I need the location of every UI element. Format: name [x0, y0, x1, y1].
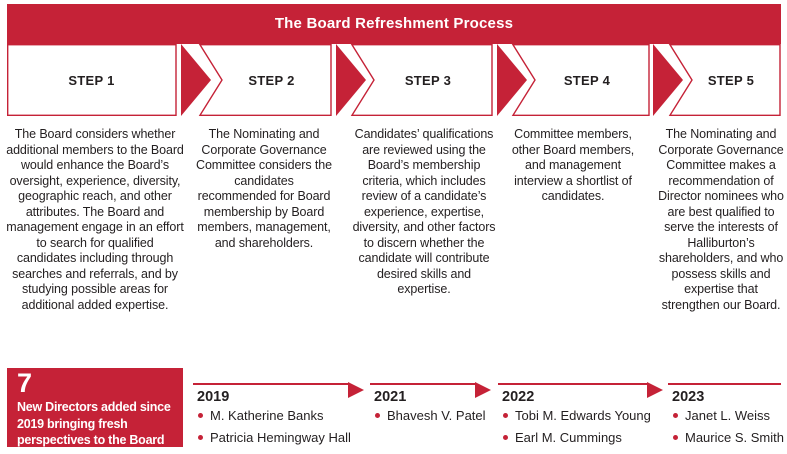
director-list-item: Patricia Hemingway Hall — [198, 430, 351, 445]
year-label-2023: 2023 — [672, 389, 705, 405]
arrow-right-icon — [336, 44, 366, 116]
step1-description: The Board considers whether additional m… — [6, 127, 184, 312]
step3-box — [350, 44, 493, 116]
director-list-item: Bhavesh V. Patel — [375, 408, 486, 423]
directors-added-highlight: 7 New Directors added since 2019 bringin… — [7, 368, 183, 447]
bullet-icon — [503, 435, 508, 441]
arrow-right-icon — [497, 44, 527, 116]
timeline-line-2019 — [193, 383, 348, 385]
process-title-banner: The Board Refreshment Process — [7, 4, 781, 44]
step5-label: STEP 5 — [707, 73, 755, 88]
step4-label: STEP 4 — [563, 73, 611, 88]
step3-description: Candidates’ qualifications are reviewed … — [352, 127, 496, 296]
director-list-item: Maurice S. Smith — [673, 430, 784, 445]
director-name: Tobi M. Edwards Young — [515, 408, 651, 423]
process-title: The Board Refreshment Process — [274, 15, 514, 32]
year-label-2022: 2022 — [502, 389, 535, 405]
step3-label: STEP 3 — [404, 73, 452, 88]
step1-label: STEP 1 — [68, 73, 115, 88]
step1-box — [6, 44, 177, 116]
director-name: Patricia Hemingway Hall — [210, 430, 351, 445]
director-name: Earl M. Cummings — [515, 430, 622, 445]
timeline-line-2021 — [370, 383, 475, 385]
director-list-item: Tobi M. Edwards Young — [503, 408, 651, 423]
process-steps-shapes — [6, 44, 781, 116]
bullet-icon — [673, 413, 678, 419]
step4-box — [511, 44, 650, 116]
director-list-item: Earl M. Cummings — [503, 430, 622, 445]
step2-label: STEP 2 — [248, 73, 295, 88]
step5-description: The Nominating and Corporate Governance … — [658, 127, 784, 312]
arrow-right-icon — [653, 44, 683, 116]
bullet-icon — [375, 413, 380, 419]
director-name: Maurice S. Smith — [685, 430, 784, 445]
year-label-2019: 2019 — [197, 389, 230, 405]
step2-box — [198, 44, 332, 116]
director-name: M. Katherine Banks — [210, 408, 324, 423]
timeline-line-2022 — [498, 383, 647, 385]
director-list-item: M. Katherine Banks — [198, 408, 323, 423]
timeline-arrow-icon — [647, 382, 663, 398]
step2-description: The Nominating and Corporate Governance … — [196, 127, 332, 250]
timeline-line-2023 — [668, 383, 781, 385]
director-list-item: Janet L. Weiss — [673, 408, 770, 423]
directors-count: 7 — [17, 368, 33, 398]
director-name: Janet L. Weiss — [685, 408, 771, 423]
year-label-2021: 2021 — [374, 389, 407, 405]
bullet-icon — [673, 435, 678, 441]
timeline-arrow-icon — [475, 382, 491, 398]
director-name: Bhavesh V. Patel — [387, 408, 486, 423]
directors-count-caption: New Directors added since 2019 bringing … — [17, 400, 171, 447]
bullet-icon — [198, 435, 203, 441]
step5-box — [668, 44, 781, 116]
timeline-arrow-icon — [348, 382, 364, 398]
arrow-right-icon — [181, 44, 211, 116]
step4-description: Committee members, other Board members, … — [511, 127, 635, 203]
bullet-icon — [503, 413, 508, 419]
bullet-icon — [198, 413, 203, 419]
